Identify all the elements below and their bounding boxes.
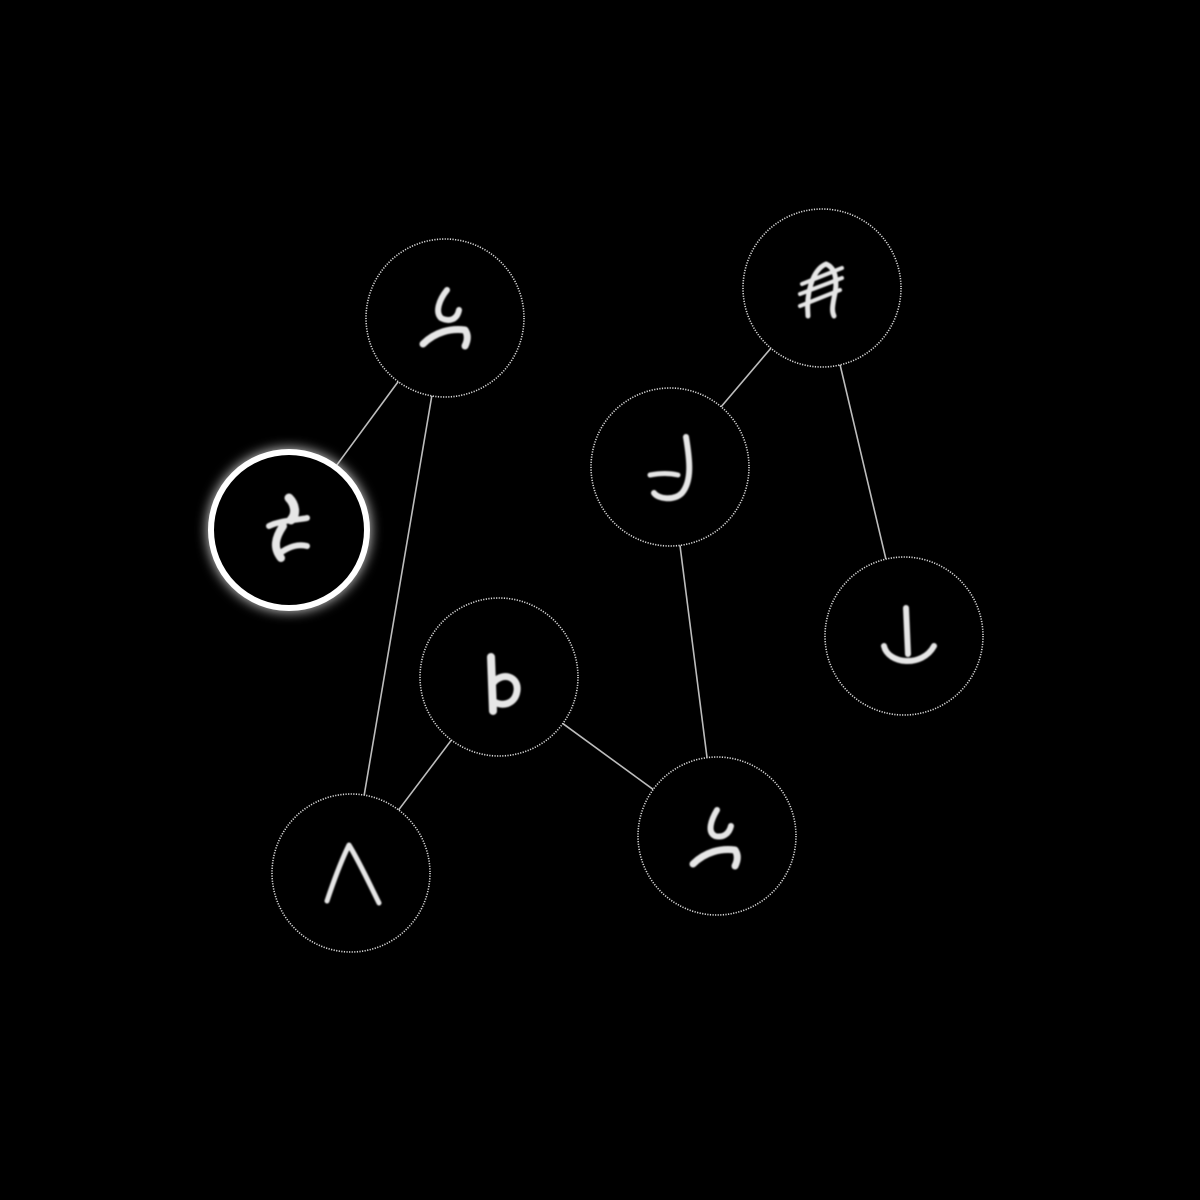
node-ring (742, 208, 902, 368)
node-n6[interactable] (590, 387, 750, 547)
rune-hook-glyph (419, 287, 471, 350)
rune-crossed-a-glyph (798, 261, 844, 319)
nodes-layer (208, 208, 984, 953)
node-ring-selected (208, 449, 370, 611)
edge-n3-n4 (397, 739, 453, 811)
node-n3[interactable] (419, 597, 579, 757)
rune-caret-glyph (324, 842, 382, 906)
node-n7[interactable] (742, 208, 902, 368)
node-ring (271, 793, 431, 953)
node-n5[interactable] (637, 756, 797, 916)
node-n8[interactable] (824, 556, 984, 716)
edge-n6-n5 (679, 545, 708, 758)
edge-n3-n5 (562, 722, 654, 791)
rune-j-glyph (647, 434, 693, 502)
rune-hook-glyph (689, 807, 741, 870)
node-n4[interactable] (271, 793, 431, 953)
node-n1[interactable] (365, 238, 525, 398)
node-ring (824, 556, 984, 716)
edges-layer (334, 347, 887, 811)
node-ring (590, 387, 750, 547)
edge-n1-n2 (334, 381, 399, 468)
edge-n1-n4 (363, 395, 433, 796)
rune-tangle-glyph (266, 493, 310, 562)
edge-n7-n6 (720, 347, 772, 408)
edge-n7-n8 (839, 364, 887, 560)
node-n2[interactable] (208, 449, 370, 611)
rune-b-glyph (487, 653, 521, 715)
rune-anchor-glyph (881, 605, 937, 664)
